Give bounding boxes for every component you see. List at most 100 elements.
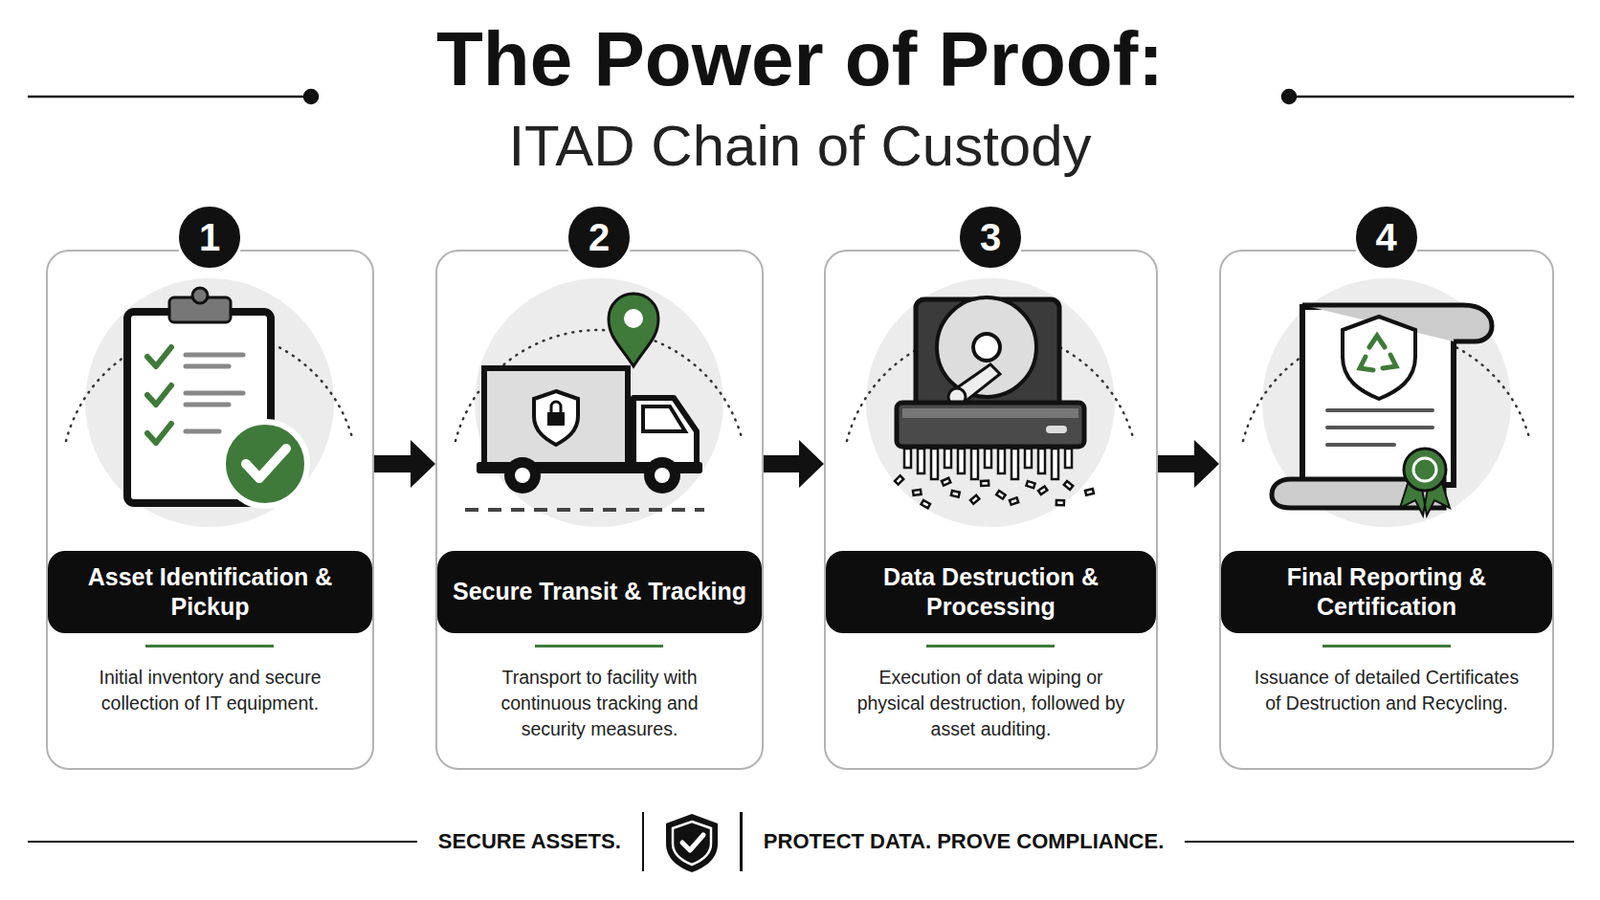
clipboard-icon [185,353,244,358]
shredder-icon [894,448,1094,509]
shield-symbol [672,822,712,866]
clipboard-icon [185,391,244,397]
step-heading-band: Asset Identification & Pickup [47,551,373,634]
shredder-icon [1009,497,1019,505]
truck-icon [654,467,670,484]
shredder-icon [996,490,1005,500]
flow-arrow [374,440,436,489]
callout-number: 2 [588,216,610,260]
shield-symbol [644,811,740,873]
truck-icon [484,368,628,469]
certificate-icon [1369,335,1385,348]
shredder-icon [1011,448,1019,480]
icon-backdrop [1262,278,1512,528]
step-heading-band: Final Reporting & Certification [1221,551,1553,634]
shredder-icon [973,333,1000,361]
clipboard-icon [147,347,172,444]
accent-line [1322,644,1451,648]
title-rule [1282,89,1296,104]
shredder-icon [970,495,979,505]
shredder-icon [984,448,992,468]
shredder-icon [998,448,1005,474]
flow-arrow [1157,440,1220,489]
title-rule [1291,95,1575,99]
step-heading: Data Destruction & Processing [835,562,1147,623]
certificate-icon [1359,356,1374,371]
footer: SECURE ASSETS. PROTECT DATA. PROVE COMPL… [27,811,1575,873]
truck-icon [533,391,578,445]
truck-icon [633,398,697,468]
truck-icon [644,457,681,494]
icon-backdrop [85,278,334,528]
shredder-icon [912,489,922,496]
accent-line [145,644,274,648]
shredder-icon [1085,488,1094,496]
truck-icon [623,309,644,329]
step-card: Initial inventory and secure collection … [45,249,375,771]
shredder-icon [931,448,938,480]
clipboard-icon [222,422,308,507]
title-rule [304,89,318,104]
subtitle: ITAD Chain of Custody [0,114,1600,178]
truck-icon [465,293,705,511]
shredder-icon [1024,448,1032,468]
step-number: 4 [1353,203,1421,271]
shredder-icon [1025,481,1035,489]
truck-icon [514,467,531,484]
step-heading-band: Data Destruction & Processing [825,551,1156,634]
step-number: 2 [565,203,633,271]
footer-text: SECURE ASSETS. [417,829,643,855]
clipboard-icon [192,288,208,304]
certificate-icon [1403,448,1446,491]
certificate-icon [1327,408,1433,413]
shredder-icon [1065,448,1072,468]
certificate-icon [1413,458,1437,482]
title-rule [27,95,309,99]
icon-backdrop [474,278,724,528]
footer-rule [27,841,418,845]
truck-icon [547,412,565,426]
step-heading: Asset Identification & Pickup [57,562,363,623]
divider [642,812,645,872]
step-number: 1 [176,203,244,271]
step-description: Issuance of detailed Certificates of Des… [1251,665,1522,717]
arrow-shape [374,440,436,489]
clipboard-icon [245,448,287,479]
certificate-icon [1382,355,1397,369]
shredder-icon [921,500,931,509]
clipboard-icon [185,364,229,370]
accent-line [926,644,1055,648]
step-description: Initial inventory and secure collection … [78,665,342,717]
shredder-icon [896,402,1085,447]
shredder-icon [894,475,904,485]
shredder-icon [951,490,960,498]
clipboard-icon [185,429,220,435]
step-heading-band: Secure Transit & Tracking [437,551,762,634]
shredder-icon [917,448,925,474]
shield-symbol [666,814,718,873]
accent-line [534,644,664,648]
shredder-icon [1038,448,1045,474]
shredder-icon [944,448,952,468]
title: The Power of Proof: [0,17,1600,102]
certificate-icon [1359,335,1397,371]
step-description: Execution of data wiping or physical des… [856,665,1126,743]
shredder-icon [941,478,951,487]
clipboard-icon [147,347,172,367]
callout-number: 4 [1375,216,1397,260]
clipboard-icon [147,423,172,444]
shredder-icon [1038,486,1047,495]
truck-icon [608,293,659,367]
shredder-icon [1056,500,1065,506]
certificate-icon [1327,443,1395,447]
icon-backdrop [66,278,1531,528]
clipboard-icon [185,355,244,432]
step-heading: Secure Transit & Tracking [452,577,747,607]
shredder-icon [957,448,965,474]
certificate-icon [1342,316,1416,400]
flow-arrow [763,440,824,489]
step-card: Execution of data wiping or physical des… [823,249,1158,771]
arrow-shape [1157,440,1220,489]
footer-text: PROTECT DATA. PROVE COMPLIANCE. [742,829,1185,855]
certificate-icon [1327,410,1433,445]
